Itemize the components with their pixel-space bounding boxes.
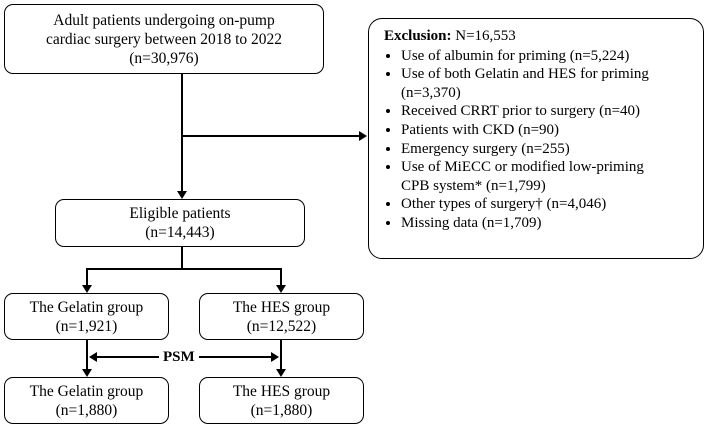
exclusion-total: N=16,553 (455, 28, 516, 44)
arrow-to-exclusion (359, 131, 367, 141)
exclusion-box: Exclusion: N=16,553 Use of albumin for p… (368, 18, 704, 259)
gelatin-matched-count: (n=1,880) (55, 401, 118, 419)
exclusion-item: Use of albumin for priming (n=5,224) (401, 47, 649, 66)
exclusion-item-text: Use of albumin for priming (n=5,224) (401, 47, 630, 64)
eligible-box: Eligible patients (n=14,443) (55, 199, 305, 247)
gelatin-group-before-box: The Gelatin group (n=1,921) (4, 293, 169, 340)
gelatin-group-count: (n=1,921) (55, 317, 118, 335)
exclusion-item: Patients with CKD (n=90) (401, 121, 649, 140)
connector-to-gelatin (86, 268, 88, 285)
connector-top-to-eligible (181, 74, 183, 192)
hes-group-before-box: The HES group (n=12,522) (199, 293, 364, 340)
connector-hes-psm (280, 340, 282, 370)
psm-arrow-right (271, 352, 279, 362)
exclusion-item-text: Other types of surgery† (n=4,046) (401, 196, 607, 213)
exclusion-item-text: Missing data (n=1,709) (401, 214, 542, 231)
exclusion-item: Use of MiECC or modified low-primingCPB … (401, 158, 649, 195)
connector-to-exclusion (182, 135, 359, 137)
psm-label: PSM (159, 348, 199, 366)
cohort-line-1: Adult patients undergoing on-pump (53, 11, 275, 29)
connector-gelatin-psm (86, 340, 88, 370)
exclusion-item-text: (n=3,370) (401, 84, 461, 101)
arrow-to-gelatin-matched (82, 369, 92, 377)
hes-matched-label: The HES group (232, 382, 331, 400)
cohort-count: (n=30,976) (129, 49, 199, 67)
hes-group-label: The HES group (232, 298, 331, 316)
hes-group-matched-box: The HES group (n=1,880) (199, 377, 364, 424)
exclusion-item-text: Use of both Gelatin and HES for priming (401, 66, 649, 83)
exclusion-list: Use of albumin for priming (n=5,224) Use… (381, 47, 649, 233)
exclusion-item-text: Patients with CKD (n=90) (401, 121, 560, 138)
eligible-label: Eligible patients (129, 205, 231, 222)
arrow-to-hes-group (276, 285, 286, 293)
connector-eligible-down (181, 247, 183, 269)
exclusion-item: Received CRRT prior to surgery (n=40) (401, 102, 649, 121)
gelatin-group-matched-box: The Gelatin group (n=1,880) (4, 377, 169, 424)
exclusion-item-text: Received CRRT prior to surgery (n=40) (401, 103, 641, 120)
gelatin-group-label: The Gelatin group (29, 298, 144, 316)
exclusion-item: Use of both Gelatin and HES for priming(… (401, 65, 649, 102)
exclusion-title: Exclusion: (384, 28, 452, 44)
exclusion-item: Emergency surgery (n=255) (401, 140, 649, 159)
psm-arrow-left (89, 352, 97, 362)
exclusion-item-text: CPB system* (n=1,799) (401, 177, 546, 194)
exclusion-item-text: Use of MiECC or modified low-priming (401, 159, 644, 176)
arrow-to-gelatin-group (82, 285, 92, 293)
connector-to-hes (280, 268, 282, 285)
arrow-to-hes-matched (276, 369, 286, 377)
connector-split (86, 268, 282, 270)
hes-matched-count: (n=1,880) (250, 401, 313, 419)
eligible-count: (n=14,443) (145, 224, 215, 241)
exclusion-item: Missing data (n=1,709) (401, 214, 649, 233)
cohort-box: Adult patients undergoing on-pump cardia… (4, 4, 324, 74)
hes-group-count: (n=12,522) (246, 317, 317, 335)
cohort-line-2: cardiac surgery between 2018 to 2022 (45, 30, 282, 48)
arrow-to-eligible (177, 191, 187, 199)
exclusion-heading: Exclusion: N=16,553 (384, 27, 516, 46)
exclusion-item-text: Emergency surgery (n=255) (401, 140, 570, 157)
exclusion-item: Other types of surgery† (n=4,046) (401, 195, 649, 214)
gelatin-matched-label: The Gelatin group (29, 382, 144, 400)
